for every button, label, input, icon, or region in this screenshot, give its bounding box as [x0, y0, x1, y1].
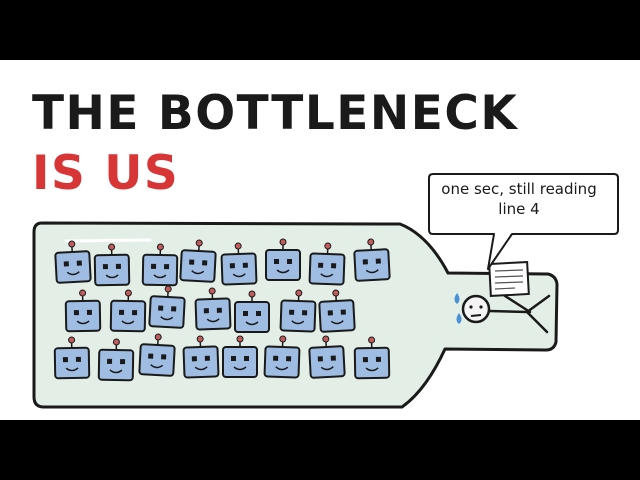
thumbnail-frame: THE BOTTLENECK IS US one sec, — [0, 60, 640, 420]
robot-crowd — [53, 238, 391, 382]
bottle-highlight — [64, 238, 152, 243]
robot-icon — [109, 289, 147, 333]
speech-bubble — [428, 173, 619, 270]
robot-icon — [93, 243, 131, 287]
robot-icon — [263, 335, 301, 379]
robot-icon — [308, 242, 346, 286]
letterbox-top — [0, 0, 640, 60]
stressed-person-icon — [461, 294, 551, 334]
title-line-1: THE BOTTLENECK — [32, 86, 519, 141]
robot-icon — [279, 289, 317, 333]
sweat-drop-icon — [456, 313, 462, 324]
sweat-drop-icon — [454, 293, 460, 304]
robot-icon — [194, 287, 232, 331]
robot-icon — [220, 242, 258, 286]
robot-icon — [222, 335, 258, 378]
robot-icon — [182, 335, 220, 379]
robot-icon — [54, 240, 92, 284]
robot-icon — [179, 239, 217, 283]
letterbox-bottom — [0, 420, 640, 480]
robot-icon — [265, 238, 301, 281]
robot-icon — [318, 289, 356, 333]
paper-document-icon — [488, 260, 530, 298]
title-line-2: IS US — [32, 146, 180, 201]
robot-icon — [148, 285, 186, 329]
robot-icon — [234, 290, 270, 333]
robot-icon — [97, 338, 135, 382]
robot-icon — [308, 335, 346, 379]
robot-icon — [64, 289, 102, 333]
robot-icon — [53, 336, 91, 380]
speech-bubble-text: one sec, still reading line 4 — [441, 180, 597, 218]
robot-icon — [141, 243, 179, 287]
robot-icon — [353, 238, 391, 282]
robot-icon — [353, 336, 391, 380]
robot-icon — [138, 333, 176, 377]
bottle-scene — [32, 173, 619, 409]
